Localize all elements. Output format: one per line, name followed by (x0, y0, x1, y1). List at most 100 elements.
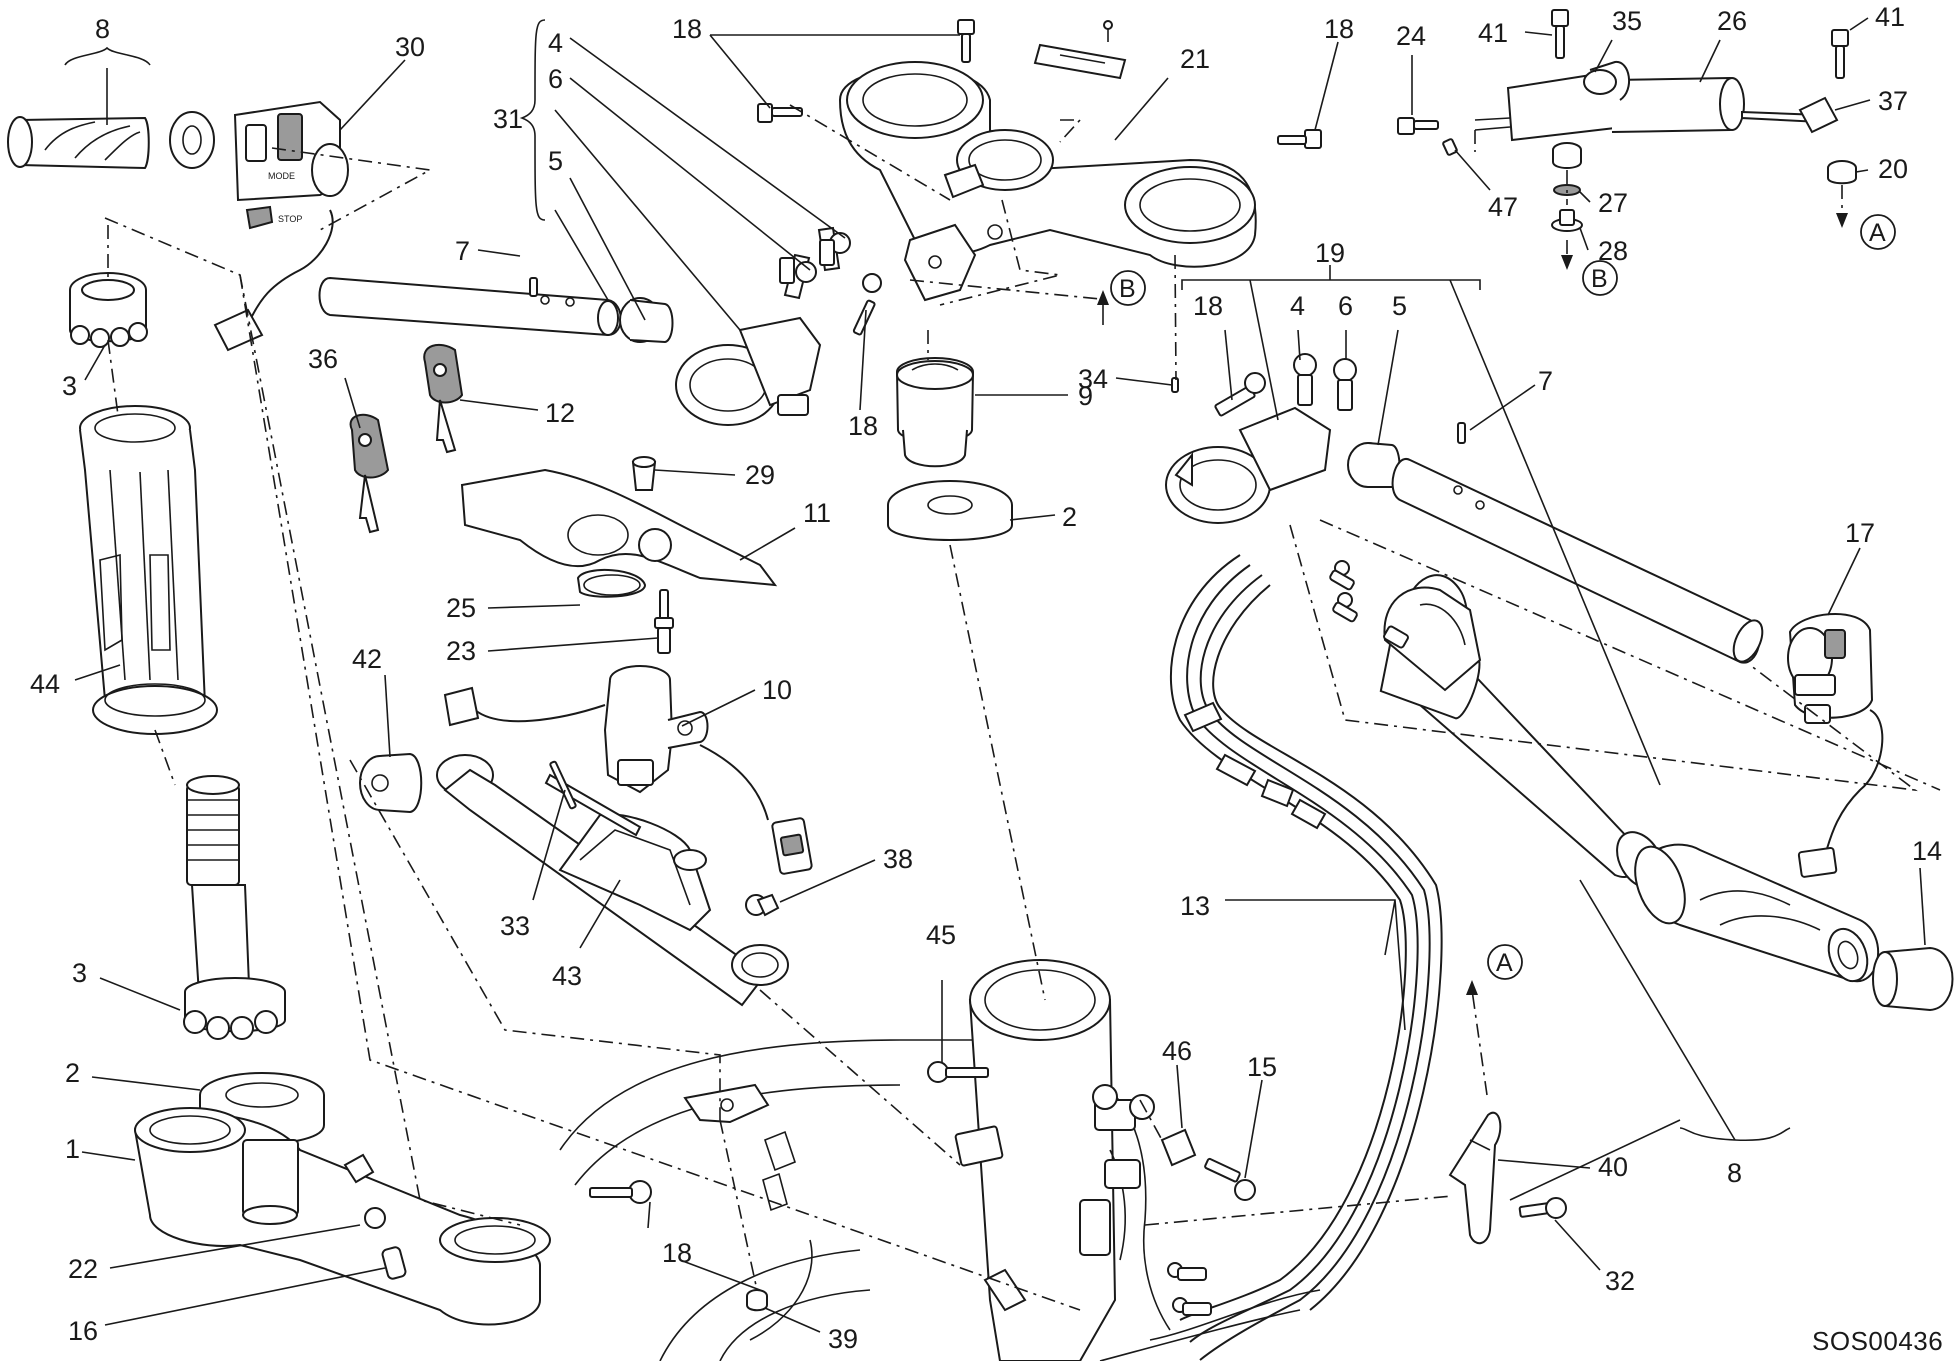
callout-label: 17 (1845, 518, 1875, 548)
callout-label: 29 (745, 460, 775, 490)
callout-label: 43 (552, 961, 582, 991)
steering-stem (186, 775, 252, 1011)
callout-label: 8 (1727, 1158, 1742, 1188)
ref-letter: B (1591, 265, 1608, 293)
callout-label: 3 (72, 958, 87, 988)
callout-label: 38 (883, 844, 913, 874)
callout-label: 46 (1162, 1036, 1192, 1066)
key-12 (423, 343, 464, 454)
callout-label: 32 (1605, 1266, 1635, 1296)
grommet-29 (631, 456, 657, 491)
callout-label: 26 (1717, 6, 1747, 36)
callout-label: 33 (500, 911, 530, 941)
callout-label: 42 (352, 644, 382, 674)
right-grip (1634, 843, 1880, 983)
fasteners (549, 19, 1322, 1312)
ref-letter: A (1869, 219, 1886, 247)
upper-bearing (69, 272, 148, 348)
callout-label: 18 (1324, 14, 1354, 44)
lower-bearing (183, 977, 286, 1040)
callout-label: 18 (848, 411, 878, 441)
right-handlebar-tube (1347, 422, 1764, 664)
left-grip (7, 111, 215, 170)
ref-letter: B (1119, 275, 1136, 303)
callout-label: 27 (1598, 188, 1628, 218)
cover-11 (460, 468, 778, 587)
callout-label: 11 (803, 498, 831, 528)
damper-bolts (1397, 9, 1857, 232)
callout-label: 15 (1247, 1052, 1277, 1082)
callout-label: 5 (548, 146, 563, 176)
callout-label: 4 (1290, 291, 1305, 321)
assembly-lines (104, 104, 1941, 1311)
drawing-code: SOS00436 (1812, 1326, 1943, 1356)
screw-23 (654, 589, 674, 654)
callout-label: 18 (672, 14, 702, 44)
callout-label: 18 (1193, 291, 1223, 321)
callout-label: 20 (1878, 154, 1908, 184)
cable-guide-40 (1448, 1111, 1567, 1245)
callout-label: 23 (446, 636, 476, 666)
steering-damper (1474, 61, 1839, 142)
callouts: 8 30 3 44 3 2 1 22 16 31 4 6 5 7 36 12 1… (30, 2, 1942, 1354)
frame-structure (559, 959, 1321, 1361)
ignition-switch (443, 665, 813, 875)
retaining-ring-25 (576, 568, 647, 598)
callout-label: 16 (68, 1316, 98, 1346)
callout-label: 47 (1488, 192, 1518, 222)
callout-label: 7 (455, 236, 470, 266)
ref-arrows (1097, 213, 1848, 995)
callout-label: 44 (30, 669, 60, 699)
callout-label: 41 (1875, 2, 1905, 32)
bushing-42 (359, 752, 423, 814)
callout-label: 2 (65, 1058, 80, 1088)
steering-stem-sleeve (79, 405, 218, 735)
left-handlebar-tube (318, 276, 674, 344)
callout-label: 1 (65, 1134, 80, 1164)
callout-label: 7 (1538, 366, 1553, 396)
callout-label: 3 (62, 371, 77, 401)
callout-label: 5 (1392, 291, 1407, 321)
stop-label: STOP (278, 214, 302, 224)
callout-label: 30 (395, 32, 425, 62)
callout-label: 14 (1912, 836, 1942, 866)
callout-label: 19 (1315, 238, 1345, 268)
bar-end-14 (1872, 946, 1954, 1012)
throttle-cables (1167, 554, 1443, 1361)
callout-label: 35 (1612, 6, 1642, 36)
callout-label: 25 (446, 593, 476, 623)
callout-label: 6 (1338, 291, 1353, 321)
callout-label: 6 (548, 64, 563, 94)
callout-label: 13 (1180, 891, 1210, 921)
right-switch-cluster (1787, 612, 1884, 878)
key-36 (349, 413, 390, 534)
callout-label: 21 (1180, 44, 1210, 74)
callout-label: 24 (1396, 21, 1426, 51)
leader-lines (64, 17, 1926, 1333)
callout-label: 4 (548, 28, 563, 58)
callout-label: 22 (68, 1254, 98, 1284)
callout-label: 8 (95, 14, 110, 44)
ref-letters: B B A A (1110, 214, 1896, 980)
pin-7-left (529, 277, 538, 297)
callout-label: 10 (762, 675, 792, 705)
callout-label: 40 (1598, 1152, 1628, 1182)
ref-letter: A (1496, 949, 1513, 977)
callout-label: 41 (1478, 18, 1508, 48)
callout-label: 31 (493, 104, 523, 134)
ignition-lock (887, 357, 1013, 541)
callout-label: 39 (828, 1324, 858, 1354)
upper-triple-clamp (838, 61, 1257, 302)
lower-triple-clamp (133, 1107, 551, 1326)
callout-label: 12 (545, 398, 575, 428)
callout-label: 9 (1078, 381, 1093, 411)
mode-label: MODE (268, 171, 295, 181)
throttle-assembly (1379, 574, 1664, 889)
callout-label: 36 (308, 344, 338, 374)
bracket-43 (436, 754, 789, 1007)
ducati-plate (1033, 20, 1127, 80)
callout-label: 37 (1878, 86, 1908, 116)
right-clipon-clamp (1165, 353, 1357, 524)
callout-label: 18 (662, 1238, 692, 1268)
